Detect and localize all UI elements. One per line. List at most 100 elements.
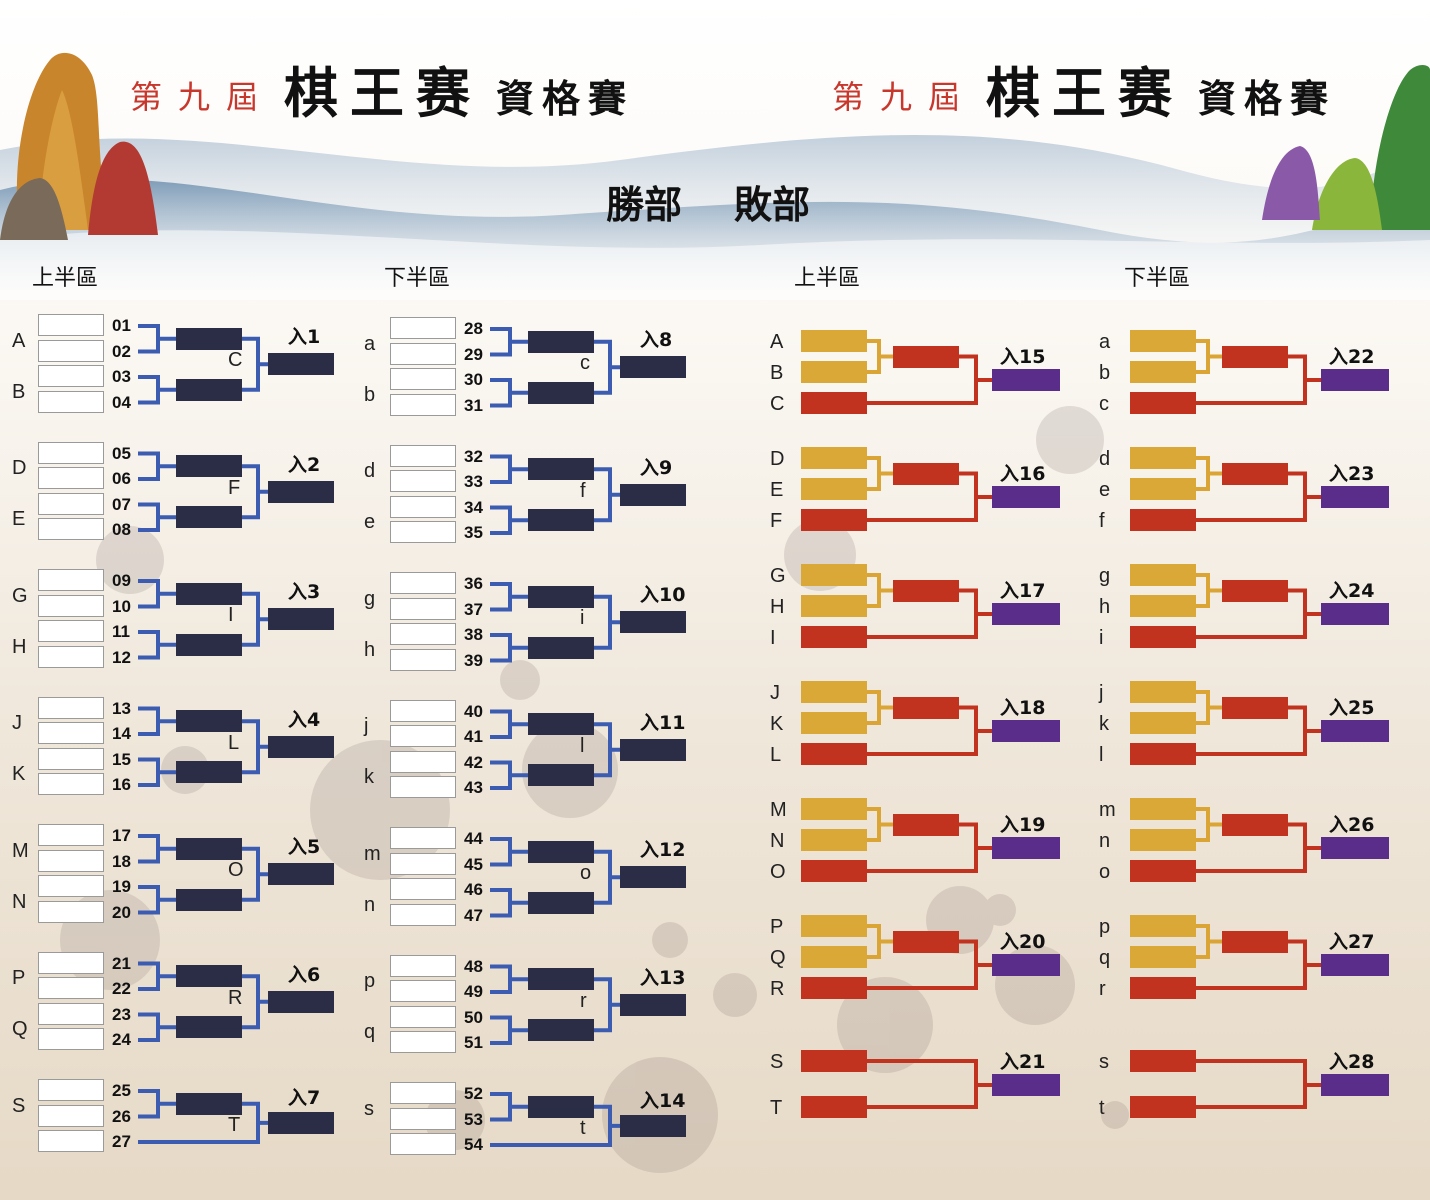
seat-number: 53 [464,1109,483,1129]
group-label: d [364,460,376,483]
group-winner-label: f [580,479,586,502]
group-label: P [770,916,784,938]
entry-name-box [38,849,104,872]
title-qualifier: 資格賽 [1198,76,1337,121]
group-label: Q [770,947,786,969]
qualifier-slot [268,353,334,376]
seat-number: 17 [112,826,131,845]
seat-number: 07 [112,494,131,514]
qualifier-slot [620,993,686,1016]
seed-slot [1130,595,1196,617]
final-connector [594,594,620,650]
qualifier-slot [992,369,1060,391]
entry-name-box [38,339,104,362]
qualifier-slot [992,486,1060,508]
qualifier-slot [992,954,1060,976]
round-winner-slot [528,330,594,353]
group-label: b [1099,362,1111,384]
round-winner-slot [1222,930,1288,953]
seat-number: 46 [464,880,483,899]
seed-connector [867,807,893,842]
group-label: B [770,362,784,384]
entry-name-box [38,569,104,591]
title-name: 棋王赛 [284,61,483,125]
group-label: g [1099,565,1111,587]
seed-connector [1196,573,1222,608]
seed-slot [1130,626,1196,648]
round-winner-slot [176,633,242,656]
seat-number: 51 [464,1033,483,1052]
entry-name-box [38,390,104,413]
round-winner-slot [528,458,594,481]
entry-name-box [390,852,456,875]
group-winner-label: C [228,349,243,372]
final-connector [490,1104,620,1147]
entry-name-box [38,365,104,387]
group-label: A [12,329,26,352]
seat-number: 38 [464,625,483,644]
seed-connector [1196,807,1222,842]
qualifier-label: 入14 [640,1089,686,1112]
seat-number: 29 [464,344,483,364]
entry-name-box [390,572,456,594]
entry-name-box [38,314,104,336]
qualifier-slot [1321,369,1389,391]
qualifier-label: 入22 [1329,346,1375,368]
qualifier-label: 入10 [640,584,686,607]
seed-connector [867,456,893,491]
qualifier-slot [1321,837,1389,859]
group-label: G [12,584,28,607]
round-winner-slot [176,378,242,401]
group-winner-label: o [580,862,592,885]
seed-slot [1130,330,1196,352]
group-label: h [364,638,376,661]
seat-number: 48 [464,956,483,976]
round-winner-slot [528,1019,594,1042]
group-label: m [1099,799,1116,821]
group-label: L [770,744,782,766]
qualifier-label: 入3 [288,581,321,604]
pair-connector [490,709,528,739]
seed-slot [1130,1050,1196,1072]
entry-name-box [38,441,104,464]
seat-number: 10 [112,596,131,616]
entry-name-box [390,878,456,900]
group-label: D [770,448,785,470]
group-label: M [12,839,29,862]
group-label: E [770,479,784,501]
loser-connector [1196,588,1321,639]
pair-connector [138,885,176,915]
seed-slot [1130,564,1196,586]
pair-connector [138,451,176,481]
entry-name-box [38,467,104,489]
group-label: f [1099,510,1105,532]
group-label: M [770,799,787,821]
pair-connector [490,327,528,357]
seat-number: 41 [464,727,483,746]
seat-number: 05 [112,443,131,463]
group-label: k [364,766,374,789]
seat-number: 01 [112,316,131,335]
group-winner-label: O [228,859,244,882]
pair-connector [138,502,176,532]
round-winner-slot [528,585,594,608]
seat-number: 35 [464,523,483,542]
round-winner-slot [176,710,242,733]
final-connector [138,1101,268,1144]
banner-artwork [0,52,1430,300]
round-winner-slot [176,888,242,911]
final-connector [594,339,620,395]
qualifier-label: 入9 [640,456,673,479]
seed-slot [1130,829,1196,851]
group-winner-label: L [228,731,240,754]
round-winner-slot [528,636,594,659]
entry-name-box [390,1082,456,1104]
qualifier-label: 入1 [288,326,321,349]
round-winner-slot [893,813,959,836]
qualifier-slot [268,990,334,1013]
seat-number: 39 [464,650,483,670]
entry-name-box [38,1104,104,1127]
qualifier-slot [268,863,334,886]
seed-slot [1130,946,1196,968]
qualifier-label: 入6 [288,963,321,986]
